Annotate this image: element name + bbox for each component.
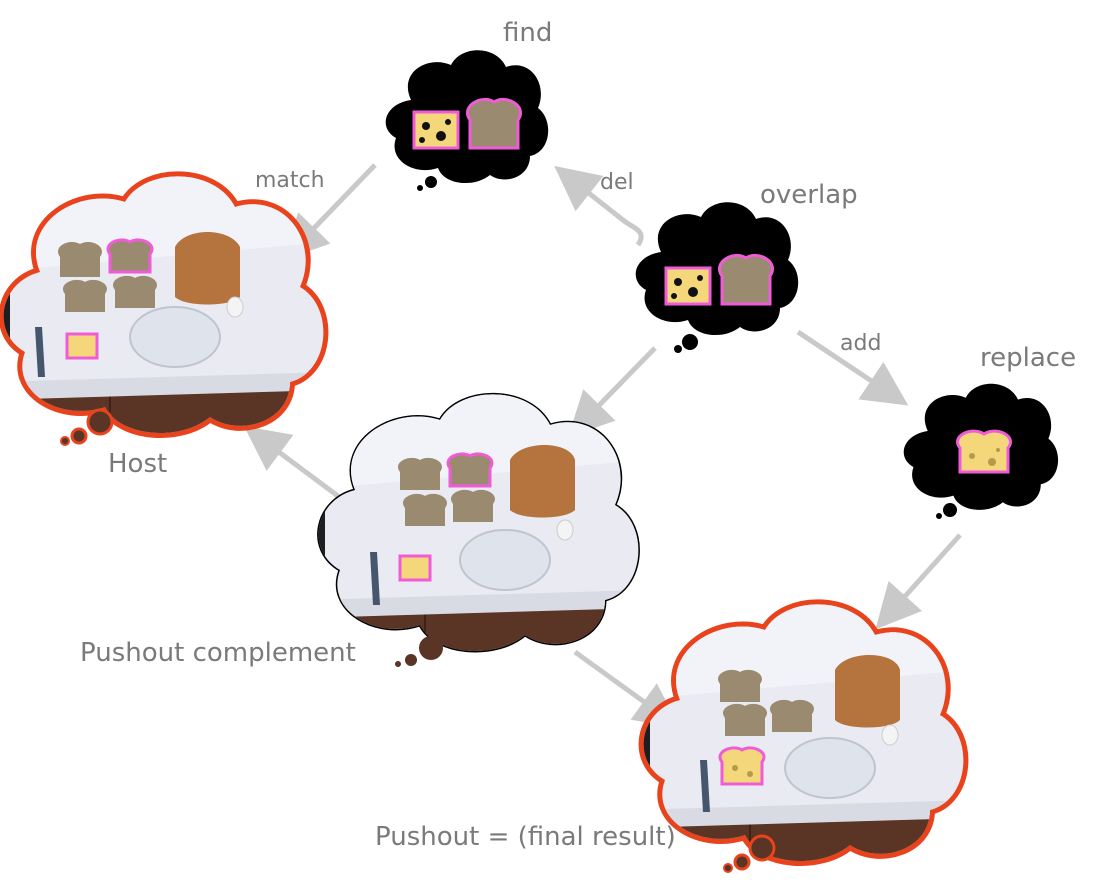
arrow-overlap-to-complement (568, 346, 657, 438)
bread-slice-icon (451, 489, 495, 522)
find-label: find (503, 18, 553, 48)
cheese-slice-icon (398, 554, 432, 582)
bread-slice-icon (723, 703, 767, 736)
bread-slice-icon (398, 457, 442, 490)
egg-icon (881, 724, 899, 746)
find-cloud (385, 50, 549, 191)
bread-slice-icon (403, 493, 447, 526)
knife-icon (370, 552, 380, 605)
pushout-label: Pushout = (final result) (375, 822, 676, 852)
arrow-add (796, 329, 909, 406)
host-cloud (0, 172, 330, 446)
knife-icon (35, 327, 45, 377)
egg-icon (226, 296, 244, 318)
bread-slice-icon (770, 699, 814, 732)
bread-slice-icon (106, 238, 154, 274)
bread-slice-icon (446, 452, 494, 488)
bread-slice-icon (63, 279, 107, 312)
pushout-cloud (630, 600, 970, 873)
plate-icon (784, 737, 876, 799)
host-label: Host (108, 449, 168, 479)
knife-icon (700, 760, 710, 812)
del-edge-label: del (600, 170, 634, 195)
bread-slice-icon (58, 241, 102, 277)
cheese-slice-icon (65, 332, 99, 360)
add-edge-label: add (840, 331, 882, 356)
match-edge-label: match (255, 168, 325, 193)
bread-slice-icon (718, 253, 774, 306)
complement-cloud (317, 392, 640, 667)
bread-loaf-icon (835, 655, 900, 728)
arrows (243, 163, 962, 728)
overlap-cloud (635, 202, 799, 353)
plate-icon (129, 306, 221, 368)
bread-loaf-icon (510, 445, 575, 518)
arrow-del (554, 165, 644, 247)
overlap-label: overlap (760, 180, 858, 210)
arrow-complement-to-host (243, 426, 352, 508)
replace-label: replace (980, 343, 1077, 373)
bread-slice-icon (113, 275, 157, 308)
replace-cloud (903, 383, 1059, 519)
bread-loaf-icon (175, 232, 240, 305)
bread-slice-icon (466, 97, 522, 150)
cheese-bread-icon (718, 746, 766, 786)
arrow-replace-to-pushout (875, 533, 962, 630)
cheese-slice-icon (664, 266, 712, 306)
bread-slice-icon (718, 669, 762, 702)
cheese-bread-icon (956, 429, 1012, 474)
plate-icon (459, 529, 551, 591)
cheese-slice-icon (412, 110, 460, 150)
pushout-complement-label: Pushout complement (80, 638, 356, 668)
egg-icon (556, 519, 574, 541)
